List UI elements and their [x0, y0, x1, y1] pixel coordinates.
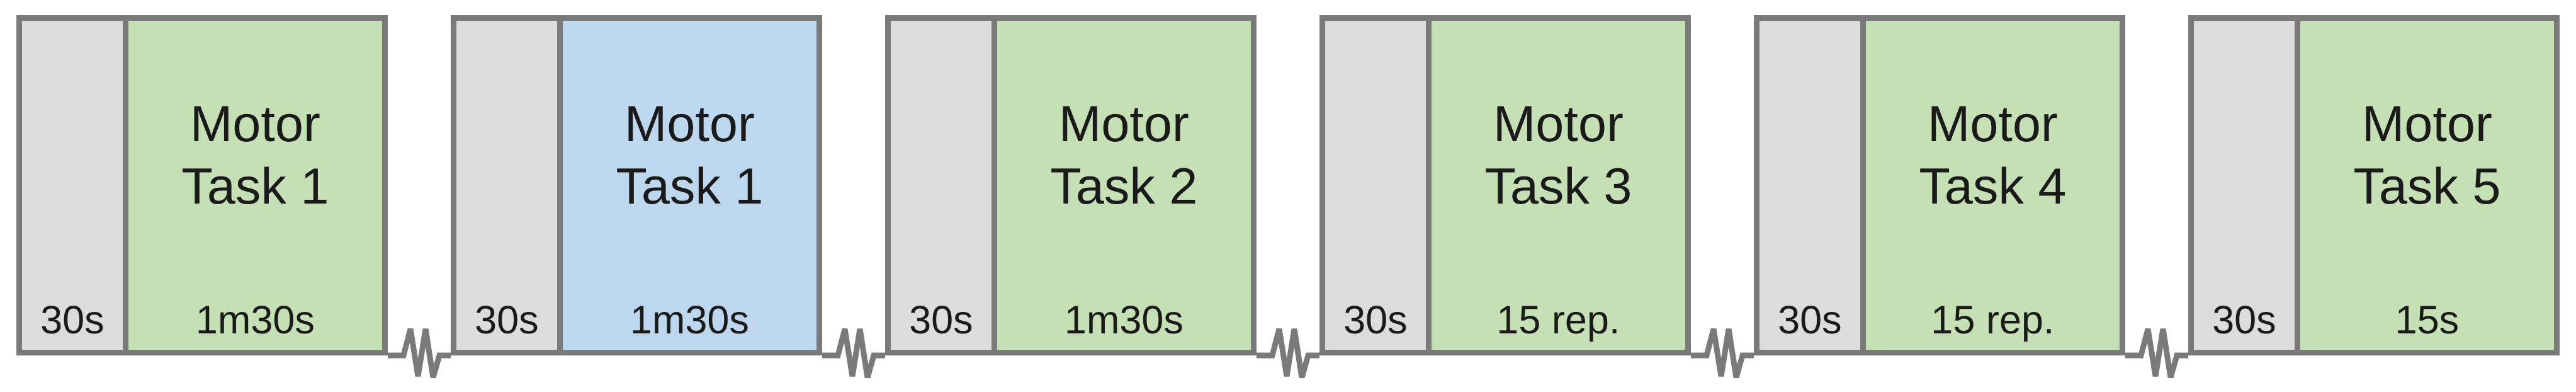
task-duration-label: 1m30s	[195, 297, 315, 342]
rest-cell: 30s	[456, 21, 563, 350]
task-cell: Motor Task 3 15 rep.	[1431, 21, 1685, 350]
task-name: Motor Task 3	[1484, 96, 1632, 216]
rest-duration-label: 30s	[2212, 297, 2276, 342]
timeline-break-3	[1257, 15, 1319, 379]
task-duration-label: 15s	[2395, 297, 2460, 342]
task-duration-label: 15 rep.	[1931, 297, 2055, 342]
rest-duration-label: 30s	[475, 297, 539, 342]
rest-duration-label: 30s	[909, 297, 973, 342]
task-duration-label: 1m30s	[630, 297, 749, 342]
protocol-block-1: 30s Motor Task 1 1m30s	[16, 15, 388, 355]
timeline-break-4	[1691, 15, 1754, 379]
rest-duration-label: 30s	[40, 297, 105, 342]
task-duration-label: 15 rep.	[1496, 297, 1620, 342]
time-break-squiggle-icon	[822, 328, 885, 379]
rest-duration-label: 30s	[1778, 297, 1842, 342]
task-name: Motor Task 2	[1050, 96, 1198, 216]
task-name: Motor Task 1	[616, 96, 764, 216]
task-duration-label: 1m30s	[1064, 297, 1183, 342]
timeline-break-2	[822, 15, 885, 379]
time-break-squiggle-icon	[388, 328, 451, 379]
time-break-squiggle-icon	[1691, 328, 1754, 379]
task-cell: Motor Task 1 1m30s	[128, 21, 382, 350]
timeline-row: 30s Motor Task 1 1m30s 30s Motor Task 1 …	[16, 15, 2560, 379]
task-cell: Motor Task 4 15 rep.	[1865, 21, 2120, 350]
protocol-block-6: 30s Motor Task 5 15s	[2188, 15, 2560, 355]
time-break-squiggle-icon	[1257, 328, 1319, 379]
rest-duration-label: 30s	[1343, 297, 1408, 342]
protocol-block-3: 30s Motor Task 2 1m30s	[885, 15, 1257, 355]
time-break-squiggle-icon	[2125, 328, 2188, 379]
rest-cell: 30s	[22, 21, 128, 350]
protocol-block-5: 30s Motor Task 4 15 rep.	[1754, 15, 2125, 355]
task-name: Motor Task 4	[1919, 96, 2067, 216]
timeline-break-1	[388, 15, 451, 379]
timeline-break-5	[2125, 15, 2188, 379]
task-cell: Motor Task 2 1m30s	[997, 21, 1251, 350]
task-name: Motor Task 1	[181, 96, 329, 216]
rest-cell: 30s	[891, 21, 997, 350]
rest-cell: 30s	[2194, 21, 2300, 350]
protocol-block-4: 30s Motor Task 3 15 rep.	[1319, 15, 1691, 355]
protocol-block-2: 30s Motor Task 1 1m30s	[451, 15, 822, 355]
task-cell: Motor Task 5 15s	[2300, 21, 2554, 350]
task-name: Motor Task 5	[2353, 96, 2501, 216]
task-cell: Motor Task 1 1m30s	[562, 21, 816, 350]
rest-cell: 30s	[1760, 21, 1866, 350]
rest-cell: 30s	[1325, 21, 1432, 350]
